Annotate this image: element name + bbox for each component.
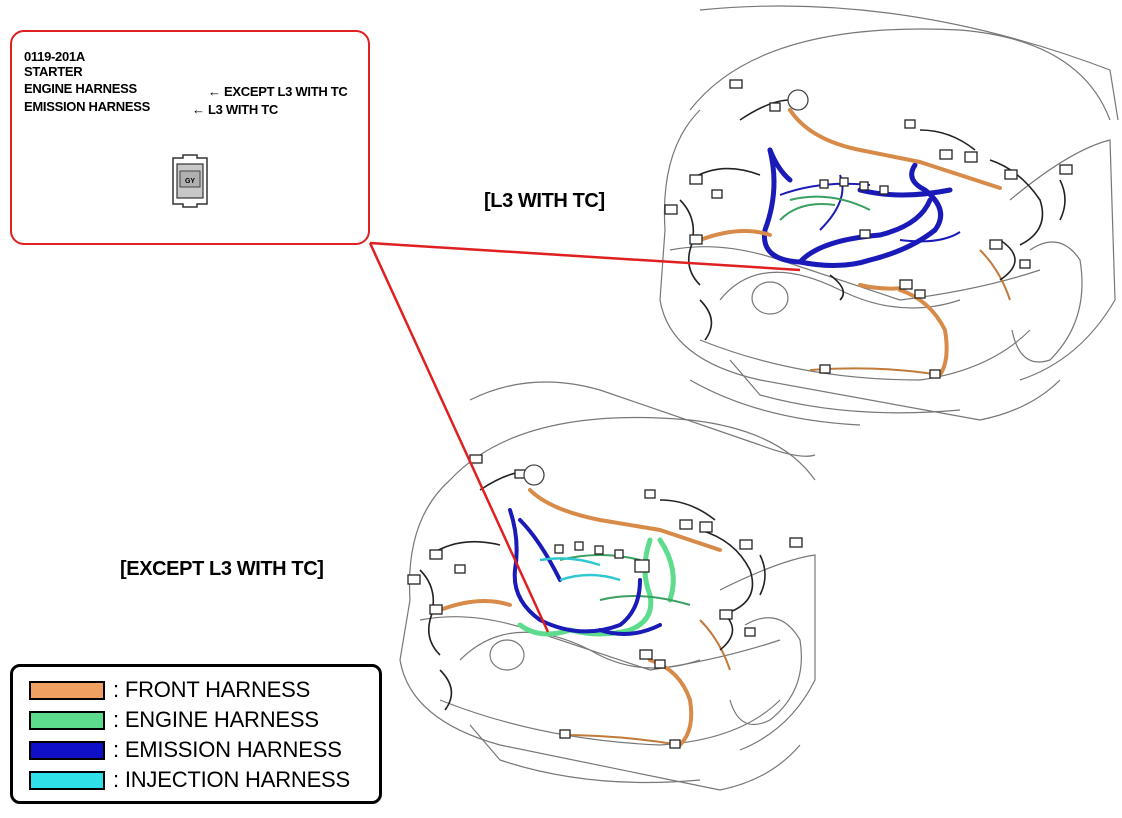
- top-black-wiring: [679, 99, 1066, 341]
- bottom-emission-harness: [508, 508, 662, 636]
- harness-emission-note: ← L3 WITH TC: [192, 102, 278, 117]
- bottom-black-wiring: [419, 471, 766, 711]
- top-front-harness: [698, 108, 1002, 377]
- top-engine-harness: [779, 195, 871, 221]
- connector-icon: GY: [172, 154, 208, 208]
- legend-item-injection: : INJECTION HARNESS: [29, 767, 350, 793]
- bottom-injection-harness: [539, 557, 621, 582]
- pointer-line-top: [369, 241, 801, 272]
- view-label-l3-with-tc: [L3 WITH TC]: [484, 190, 605, 212]
- pointer-line-bottom: [368, 242, 550, 633]
- legend-swatch-engine: [29, 710, 105, 730]
- top-reservoir-cap: [787, 89, 809, 111]
- connector-callout: 0119-201A STARTER ENGINE HARNESS ← EXCEP…: [10, 30, 370, 245]
- harness-emission-label: EMISSION HARNESS: [24, 99, 150, 114]
- legend-label-front: : FRONT HARNESS: [113, 677, 311, 702]
- legend-item-emission: : EMISSION HARNESS: [29, 737, 342, 763]
- top-front-thin: [809, 249, 1011, 376]
- pointer-lines: [368, 241, 801, 633]
- bottom-front-thin: [559, 619, 731, 746]
- legend-label-injection: : INJECTION HARNESS: [113, 767, 351, 792]
- view-label-except-l3-with-tc: [EXCEPT L3 WITH TC]: [120, 558, 324, 580]
- harness-engine-note: ← EXCEPT L3 WITH TC: [208, 84, 348, 99]
- bottom-front-harness: [438, 488, 722, 747]
- legend-label-emission: : EMISSION HARNESS: [113, 737, 342, 762]
- legend-item-engine: : ENGINE HARNESS: [29, 707, 319, 733]
- bottom-reservoir-cap: [523, 464, 545, 486]
- connector-name: STARTER: [24, 64, 83, 79]
- car-top-outline: [659, 5, 1119, 426]
- legend-label-engine: : ENGINE HARNESS: [113, 707, 319, 732]
- legend-swatch-emission: [29, 740, 105, 760]
- legend-swatch-front: [29, 680, 105, 700]
- top-connectors: [664, 79, 1073, 379]
- legend-swatch-injection: [29, 770, 105, 790]
- harness-engine-label: ENGINE HARNESS: [24, 81, 137, 96]
- connector-color-code: GY: [185, 178, 195, 185]
- top-emission-harness: [761, 147, 953, 269]
- connector-code: 0119-201A: [24, 49, 85, 64]
- harness-legend: : FRONT HARNESS : ENGINE HARNESS : EMISS…: [10, 664, 382, 804]
- legend-item-front: : FRONT HARNESS: [29, 677, 310, 703]
- bottom-connectors: [407, 454, 803, 749]
